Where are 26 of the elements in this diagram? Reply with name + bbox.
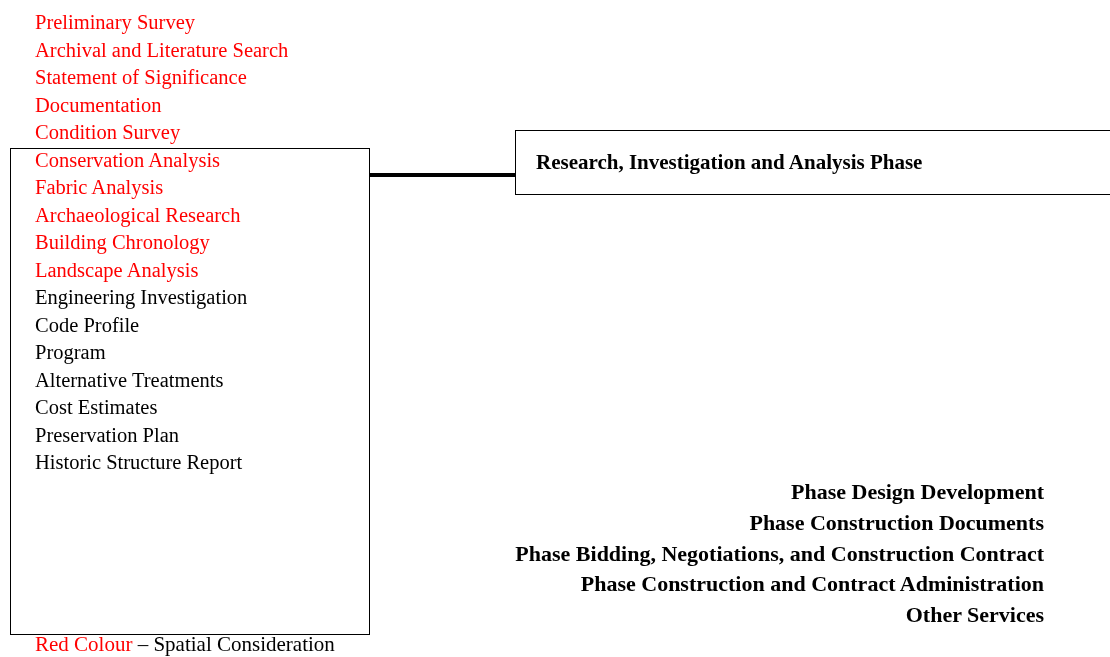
phase-label: Other Services xyxy=(905,602,1044,629)
phase-label: Phase Design Development xyxy=(791,479,1044,505)
list-item: Engineering Investigation xyxy=(35,285,248,309)
list-item: Documentation xyxy=(35,92,162,117)
list-item: Alternative Treatments xyxy=(35,367,224,392)
list-item: Historic Structure Report xyxy=(35,450,243,474)
legend-text: Red Colour – Spatial Consideration xyxy=(35,632,335,657)
list-item: Landscape Analysis xyxy=(35,257,199,282)
list-item: Preservation Plan xyxy=(35,422,180,447)
list-item: Fabric Analysis xyxy=(35,175,164,199)
list-item: Archival and Literature Search xyxy=(35,37,289,62)
phase-title: Research, Investigation and Analysis Phase xyxy=(536,150,923,175)
list-item: Statement of Significance xyxy=(35,65,247,89)
phase-label: Phase Construction and Contract Administration xyxy=(580,571,1044,598)
list-item: Program xyxy=(35,340,106,364)
list-item: Condition Survey xyxy=(35,120,181,144)
list-item: Conservation Analysis xyxy=(35,147,221,172)
list-item: Code Profile xyxy=(35,312,140,337)
phase-box xyxy=(515,130,1110,195)
connector-line xyxy=(370,173,515,177)
phase-label: Phase Construction Documents xyxy=(749,509,1044,536)
list-item: Cost Estimates xyxy=(35,395,158,419)
list-item: Building Chronology xyxy=(35,230,210,254)
phase-label: Phase Bidding, Negotiations, and Construction Contract xyxy=(515,540,1044,567)
list-item: Preliminary Survey xyxy=(35,10,195,34)
list-item: Archaeological Research xyxy=(35,202,241,227)
